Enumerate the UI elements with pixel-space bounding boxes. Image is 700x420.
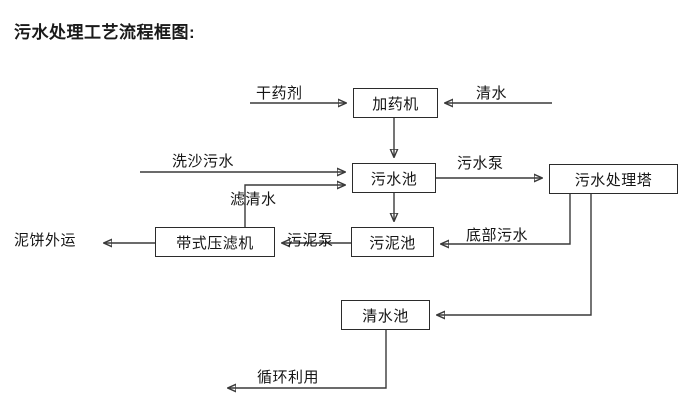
node-label: 带式压滤机 [176, 234, 254, 252]
node-belt-filter-press[interactable]: 带式压滤机 [155, 227, 275, 257]
edge-label-filtered-water: 滤清水 [230, 188, 277, 209]
node-sewage-pool[interactable]: 污水池 [352, 163, 436, 193]
edge-label-clean-water: 清水 [476, 82, 507, 103]
node-label: 清水池 [362, 307, 409, 325]
node-dosing-machine[interactable]: 加药机 [353, 88, 438, 118]
edge-label-text: 干药剂 [256, 85, 303, 102]
wire-filtered-to-sewage [244, 185, 345, 227]
node-treatment-tower[interactable]: 污水处理塔 [549, 164, 678, 194]
node-label: 加药机 [372, 95, 419, 113]
node-sludge-pool[interactable]: 污泥池 [351, 227, 434, 257]
edge-label-sand-wash-sewage: 洗沙污水 [172, 150, 234, 171]
edge-label-bottom-sewage: 底部污水 [466, 224, 528, 245]
node-label: 污水池 [370, 170, 418, 188]
edge-label-text: 清水 [476, 85, 508, 102]
edge-label-sludge-pump: 污泥泵 [287, 229, 334, 250]
edge-label-text: 污水泵 [457, 155, 504, 172]
node-label: 污泥池 [369, 234, 416, 252]
edge-label-text: 滤清水 [230, 191, 277, 208]
edge-label-mud-cake-out: 泥饼外运 [14, 229, 76, 250]
node-clear-water-pool[interactable]: 清水池 [341, 300, 430, 330]
wire-tower-to-sludge [441, 194, 571, 244]
edge-label-text: 洗沙污水 [172, 153, 235, 170]
edge-label-text: 污泥泵 [287, 232, 334, 249]
edge-label-sewage-pump: 污水泵 [457, 152, 504, 173]
page-title: 污水处理工艺流程框图: [14, 23, 196, 42]
wire-tower-to-clear [437, 194, 592, 315]
edge-label-text: 泥饼外运 [14, 232, 77, 249]
node-label: 污水处理塔 [574, 171, 653, 189]
edge-label-text: 循环利用 [257, 369, 320, 386]
edge-label-dry-agent: 干药剂 [256, 82, 303, 103]
wire-clear-to-recycle [228, 330, 387, 388]
edge-label-recycle-reuse: 循环利用 [257, 366, 319, 387]
edge-label-text: 底部污水 [466, 227, 529, 244]
